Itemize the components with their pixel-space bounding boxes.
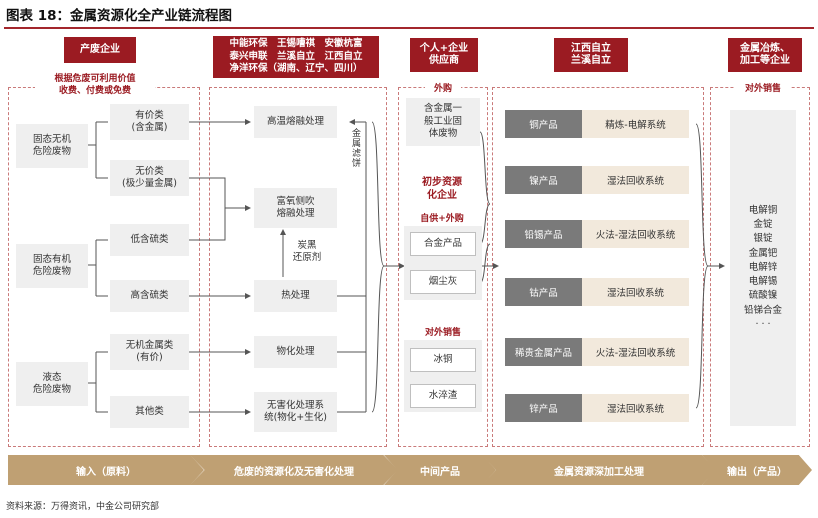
output-item: 金锭: [753, 219, 773, 231]
header-jiangxi: 江西自立 兰溪自立: [554, 38, 628, 72]
bracket-organic: [88, 239, 108, 297]
output-item: 铅锑合金: [743, 304, 782, 316]
heat-treatment: 热处理: [254, 280, 337, 312]
metal-cake-label: 金属滤饼: [349, 128, 362, 168]
output-item: 电解锌: [748, 261, 778, 273]
high-sulfur-type: 高含硫类: [110, 280, 189, 312]
output-item: 电解铜: [748, 204, 778, 216]
zinc-process: 湿法回收系统: [582, 394, 689, 422]
output-sales-label: 对外销售: [735, 84, 791, 96]
nickel-process: 湿法回收系统: [582, 166, 689, 194]
stage-deep-processing: 金属资源深加工处理: [482, 455, 716, 485]
output-products-list: 电解铜 金锭 银锭 金属钯 电解锌 电解锡 硫酸镍 铅锑合金 · · ·: [730, 110, 796, 426]
stage-hazard-processing: 危废的资源化及无害化处理: [190, 455, 398, 485]
metal-solid-waste: 含金属一 般工业固 体废物: [406, 98, 480, 146]
solid-organic-waste: 固态有机 危险废物: [16, 244, 88, 288]
low-sulfur-type: 低含硫类: [110, 224, 189, 256]
liquid-waste: 液态 危险废物: [16, 362, 88, 406]
copper-process: 精炼-电解系统: [582, 110, 689, 138]
panel-deep-processing: [492, 87, 704, 447]
header-haz-companies: 中能环保 王锡嘈祺 安徽杭富 泰兴申联 兰溪自立 江西自立 净洋环保（湖南、辽宁…: [213, 36, 379, 78]
precious-metal-process: 火法-湿法回收系统: [582, 338, 689, 366]
zinc-product: 锌产品: [505, 394, 582, 422]
header-waste-enterprise: 产废企业: [64, 37, 136, 63]
output-item: 电解锡: [748, 276, 778, 288]
stage-output: 输出（产品）: [702, 455, 812, 485]
bracket-liquid: [88, 351, 108, 413]
precious-metal-product: 稀贵金属产品: [505, 338, 582, 366]
source-note: 资料来源：万得资讯，中金公司研究部: [6, 502, 160, 512]
purchase-label: 外购: [425, 84, 461, 96]
external-sales-label: 对外销售: [416, 328, 470, 340]
no-value-type: 无价类 (极少量金属): [110, 160, 189, 196]
stage-input: 输入（原料）: [8, 455, 204, 485]
output-item: 硫酸镍: [748, 290, 778, 302]
inorganic-metal-type: 无机金属类 (有价): [110, 334, 189, 370]
bracket-processing: [371, 121, 385, 413]
dust-ash: 烟尘灰: [410, 270, 476, 294]
panel-processing: [209, 87, 387, 447]
nickel-product: 镍产品: [505, 166, 582, 194]
title-rule: [4, 27, 814, 29]
primary-resource-header: 初步资源 化企业: [422, 177, 462, 201]
oxygen-rich-melting: 富氧侧吹 熔融处理: [254, 188, 337, 228]
solid-inorganic-waste: 固态无机 危险废物: [16, 124, 88, 168]
high-temp-melting: 高温熔融处理: [254, 106, 337, 138]
lead-tin-product: 铅锡产品: [505, 220, 582, 248]
header-supplier: 个人+企业 供应商: [410, 38, 478, 72]
bracket-inorganic: [88, 121, 108, 179]
copper-product: 铜产品: [505, 110, 582, 138]
output-item: 金属钯: [748, 247, 778, 259]
alloy-product: 合金产品: [410, 232, 476, 256]
valuable-type: 有价类 (含金属): [110, 104, 189, 140]
ice-copper: 冰铜: [410, 348, 476, 372]
page-title: 图表 18：金属资源化全产业链流程图: [6, 8, 232, 24]
physchem-treatment: 物化处理: [254, 336, 337, 368]
stage-intermediate: 中间产品: [384, 455, 496, 485]
output-item: · · ·: [755, 318, 771, 330]
water-quenched-slag: 水淬渣: [410, 384, 476, 408]
header-smelting: 金属冶炼、 加工等企业: [728, 38, 802, 72]
self-purchase-label: 自供+外购: [410, 214, 474, 226]
lead-tin-process: 火法-湿法回收系统: [582, 220, 689, 248]
cobalt-product: 钴产品: [505, 278, 582, 306]
harmless-treatment: 无害化处理系 统(物化+生化): [254, 392, 337, 432]
carbon-reductant-label: 炭黑 还原剂: [292, 240, 322, 264]
output-item: 银锭: [753, 233, 773, 245]
pricing-note: 根据危废可利用价值 收费、付费或免费: [35, 74, 155, 98]
cobalt-process: 湿法回收系统: [582, 278, 689, 306]
other-type: 其他类: [110, 396, 189, 428]
